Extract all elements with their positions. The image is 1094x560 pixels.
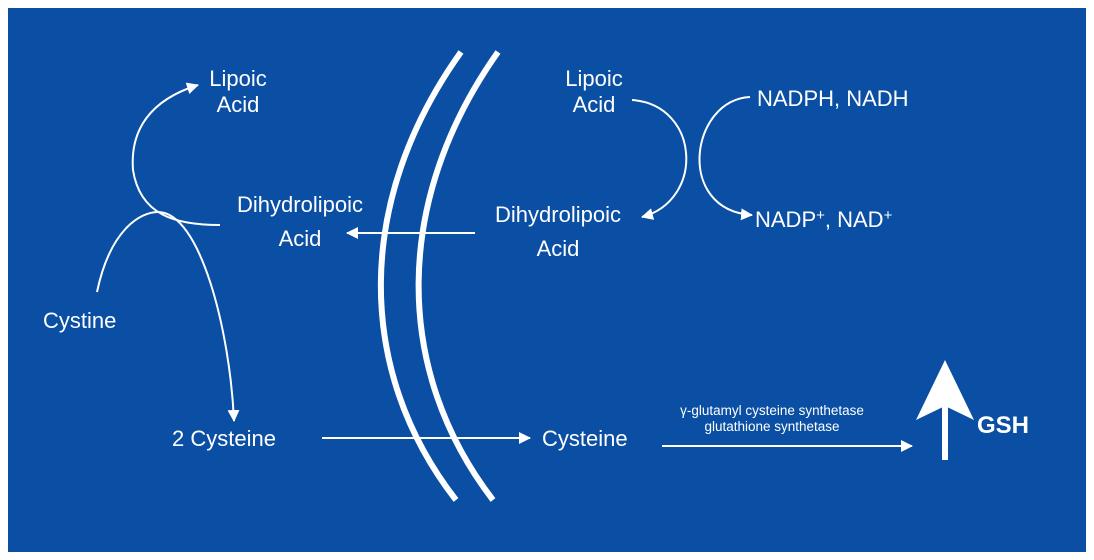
dihydrolipoic-acid-left-label: Dihydrolipoic Acid bbox=[210, 192, 390, 252]
cystine-label: Cystine bbox=[43, 308, 117, 333]
lipoic-left-line1: Lipoic bbox=[209, 66, 267, 91]
dihydrolipoic-acid-right-label: Dihydrolipoic Acid bbox=[468, 202, 648, 262]
nadph-nadh-label: NADPH, NADH bbox=[757, 86, 909, 111]
nadp-text: NADP bbox=[755, 207, 817, 232]
two-cysteine-label: 2 Cysteine bbox=[172, 426, 276, 451]
enzyme-line1: γ-glutamyl cysteine synthetase bbox=[680, 403, 864, 418]
nadp-nad-label: NADP+, NAD+ bbox=[755, 207, 892, 233]
dihydro-right-line1: Dihydrolipoic bbox=[495, 202, 621, 227]
nadp-superscript: + bbox=[816, 207, 825, 224]
dihydro-right-line2: Acid bbox=[536, 236, 580, 261]
nad-text: , NAD bbox=[824, 207, 884, 232]
enzyme-label: γ-glutamyl cysteine synthetase glutathio… bbox=[632, 403, 912, 435]
cysteine-label: Cysteine bbox=[542, 426, 628, 451]
gsh-label: GSH bbox=[977, 412, 1030, 439]
lipoic-left-line2: Acid bbox=[216, 92, 260, 117]
lipoic-right-line2: Acid bbox=[572, 92, 616, 117]
lipoic-acid-right-label: Lipoic Acid bbox=[554, 66, 634, 118]
arrow-lipoic-to-dihydro-right bbox=[631, 99, 688, 220]
arrow-nadph-to-nadp bbox=[698, 96, 753, 221]
lipoic-right-line1: Lipoic bbox=[565, 66, 623, 91]
enzyme-line2: glutathione synthetase bbox=[704, 419, 840, 434]
nad-superscript: + bbox=[883, 207, 893, 224]
lipoic-acid-left-label: Lipoic Acid bbox=[198, 66, 278, 118]
arrow-dihydro-to-lipoic-left bbox=[131, 82, 221, 226]
diagram-panel bbox=[8, 8, 1086, 552]
increase-arrow-icon bbox=[916, 360, 974, 420]
dihydro-left-line2: Acid bbox=[278, 226, 322, 251]
membrane-line-inner bbox=[415, 50, 501, 502]
arrow-cystine-to-cysteine bbox=[96, 210, 240, 422]
membrane-line-outer bbox=[377, 50, 464, 502]
dihydro-left-line1: Dihydrolipoic bbox=[237, 192, 363, 217]
